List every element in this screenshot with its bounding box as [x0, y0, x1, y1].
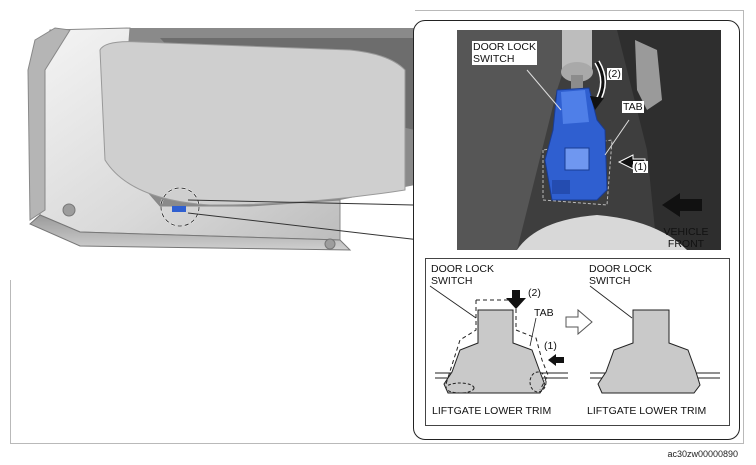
vehicle-front-line2: FRONT	[667, 238, 705, 250]
installation-steps-diagram	[425, 258, 730, 426]
photo-step1-label: (1)	[633, 161, 648, 173]
before-switch-line1: DOOR LOCK	[431, 263, 495, 275]
before-step1-label: (1)	[544, 340, 557, 352]
photo-tab-label: TAB	[622, 101, 644, 113]
vehicle-front-line1: VEHICLE	[663, 226, 709, 238]
photo-switch-label-line1: DOOR LOCK	[473, 41, 537, 53]
after-switch-label: DOOR LOCK SWITCH	[589, 263, 652, 287]
liftgate-photo-drawing	[10, 10, 415, 280]
photo-switch-label-line2: SWITCH	[473, 53, 515, 65]
after-switch-line1: DOOR LOCK	[589, 263, 653, 275]
vehicle-front-label: VEHICLE FRONT	[662, 226, 710, 250]
before-switch-line2: SWITCH	[431, 275, 473, 287]
photo-step2-label: (2)	[607, 68, 622, 80]
before-step2-label: (2)	[528, 287, 541, 299]
after-trim-label: LIFTGATE LOWER TRIM	[587, 405, 707, 417]
liftgate-photo	[10, 10, 415, 280]
after-switch-line2: SWITCH	[589, 275, 631, 287]
before-trim-label: LIFTGATE LOWER TRIM	[432, 405, 552, 417]
before-tab-label: TAB	[534, 307, 554, 319]
figure-code: ac30zw00000890	[667, 449, 738, 459]
before-switch-label: DOOR LOCK SWITCH	[431, 263, 494, 287]
photo-switch-label: DOOR LOCK SWITCH	[472, 41, 538, 65]
